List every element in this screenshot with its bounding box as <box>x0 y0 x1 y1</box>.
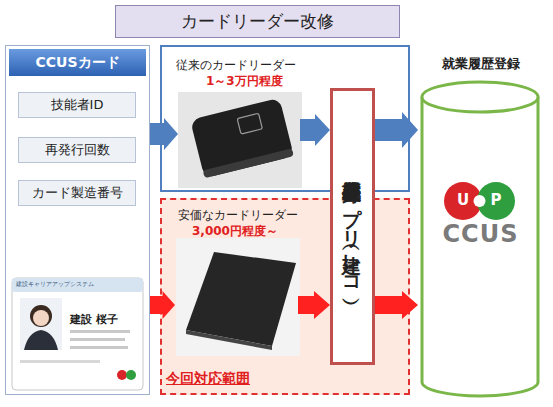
card-text-line <box>20 360 100 363</box>
block-arrow <box>375 112 418 148</box>
card-photo-hair <box>30 305 52 327</box>
data-item: カード製造番号 <box>19 181 135 205</box>
card-text: 建設 桜子 <box>70 312 118 327</box>
card-header-band <box>12 278 143 292</box>
card-reader-side <box>203 148 294 178</box>
card-reader-body <box>190 98 294 178</box>
logo-wordmark: CCUS <box>418 220 543 248</box>
app-box: 就業履歴登録アプリ（建レコ） <box>330 88 375 365</box>
card-photo-face <box>33 310 49 326</box>
block-arrow <box>150 291 175 319</box>
title-text: カードリーダー改修 <box>116 6 399 37</box>
scope-note: 今回対応範囲 <box>166 370 250 388</box>
card-reader-icon <box>237 113 262 134</box>
card-panel: CCUSカード技能者ID 再発行回数カード製造番号 <box>5 45 150 395</box>
price-note: 1～3万円程度 <box>206 73 283 90</box>
photo-background <box>178 92 302 188</box>
card-text-line <box>70 338 125 341</box>
logo-letter: U <box>455 191 471 209</box>
card-logo-mark <box>117 370 127 380</box>
data-item: 再発行回数 <box>19 138 135 162</box>
database-heading: 就業履歴登録 <box>418 55 543 73</box>
block-arrow <box>375 291 418 319</box>
logo-letter: P <box>488 191 504 209</box>
block-arrow <box>298 291 330 319</box>
database-cylinder: 就業履歴登録 UP CCUS <box>418 55 543 400</box>
thin-card-reader-edge <box>186 330 272 350</box>
data-item-box: 再発行回数 <box>18 137 136 163</box>
card-photo <box>20 298 62 350</box>
app-name: 就業履歴登録アプリ（建レコ） <box>333 91 372 362</box>
photo-background <box>176 238 300 356</box>
data-item: 技能者ID <box>19 93 135 117</box>
card-text: 建設キャリアアップシステム <box>16 280 94 289</box>
title-box: カードリーダー改修 <box>115 5 400 38</box>
card-logo-mark <box>126 370 136 380</box>
panel-heading: CCUSカード <box>9 49 146 76</box>
card-photo-body <box>24 330 58 350</box>
thin-card-reader <box>186 252 296 346</box>
box-heading: 安価なカードリーダー <box>178 207 298 224</box>
block-arrow <box>300 114 330 146</box>
box-heading: 従来のカードリーダー <box>176 57 296 74</box>
data-item-box: 技能者ID <box>18 92 136 118</box>
card-text-line <box>70 330 130 333</box>
ccus-card <box>12 278 143 390</box>
card-text-line <box>70 346 128 349</box>
block-arrow <box>150 118 178 150</box>
cylinder-top <box>422 82 538 112</box>
data-item-box: カード製造番号 <box>18 180 136 206</box>
logo-gap <box>474 195 486 207</box>
price-note: 3,000円程度～ <box>192 223 278 240</box>
